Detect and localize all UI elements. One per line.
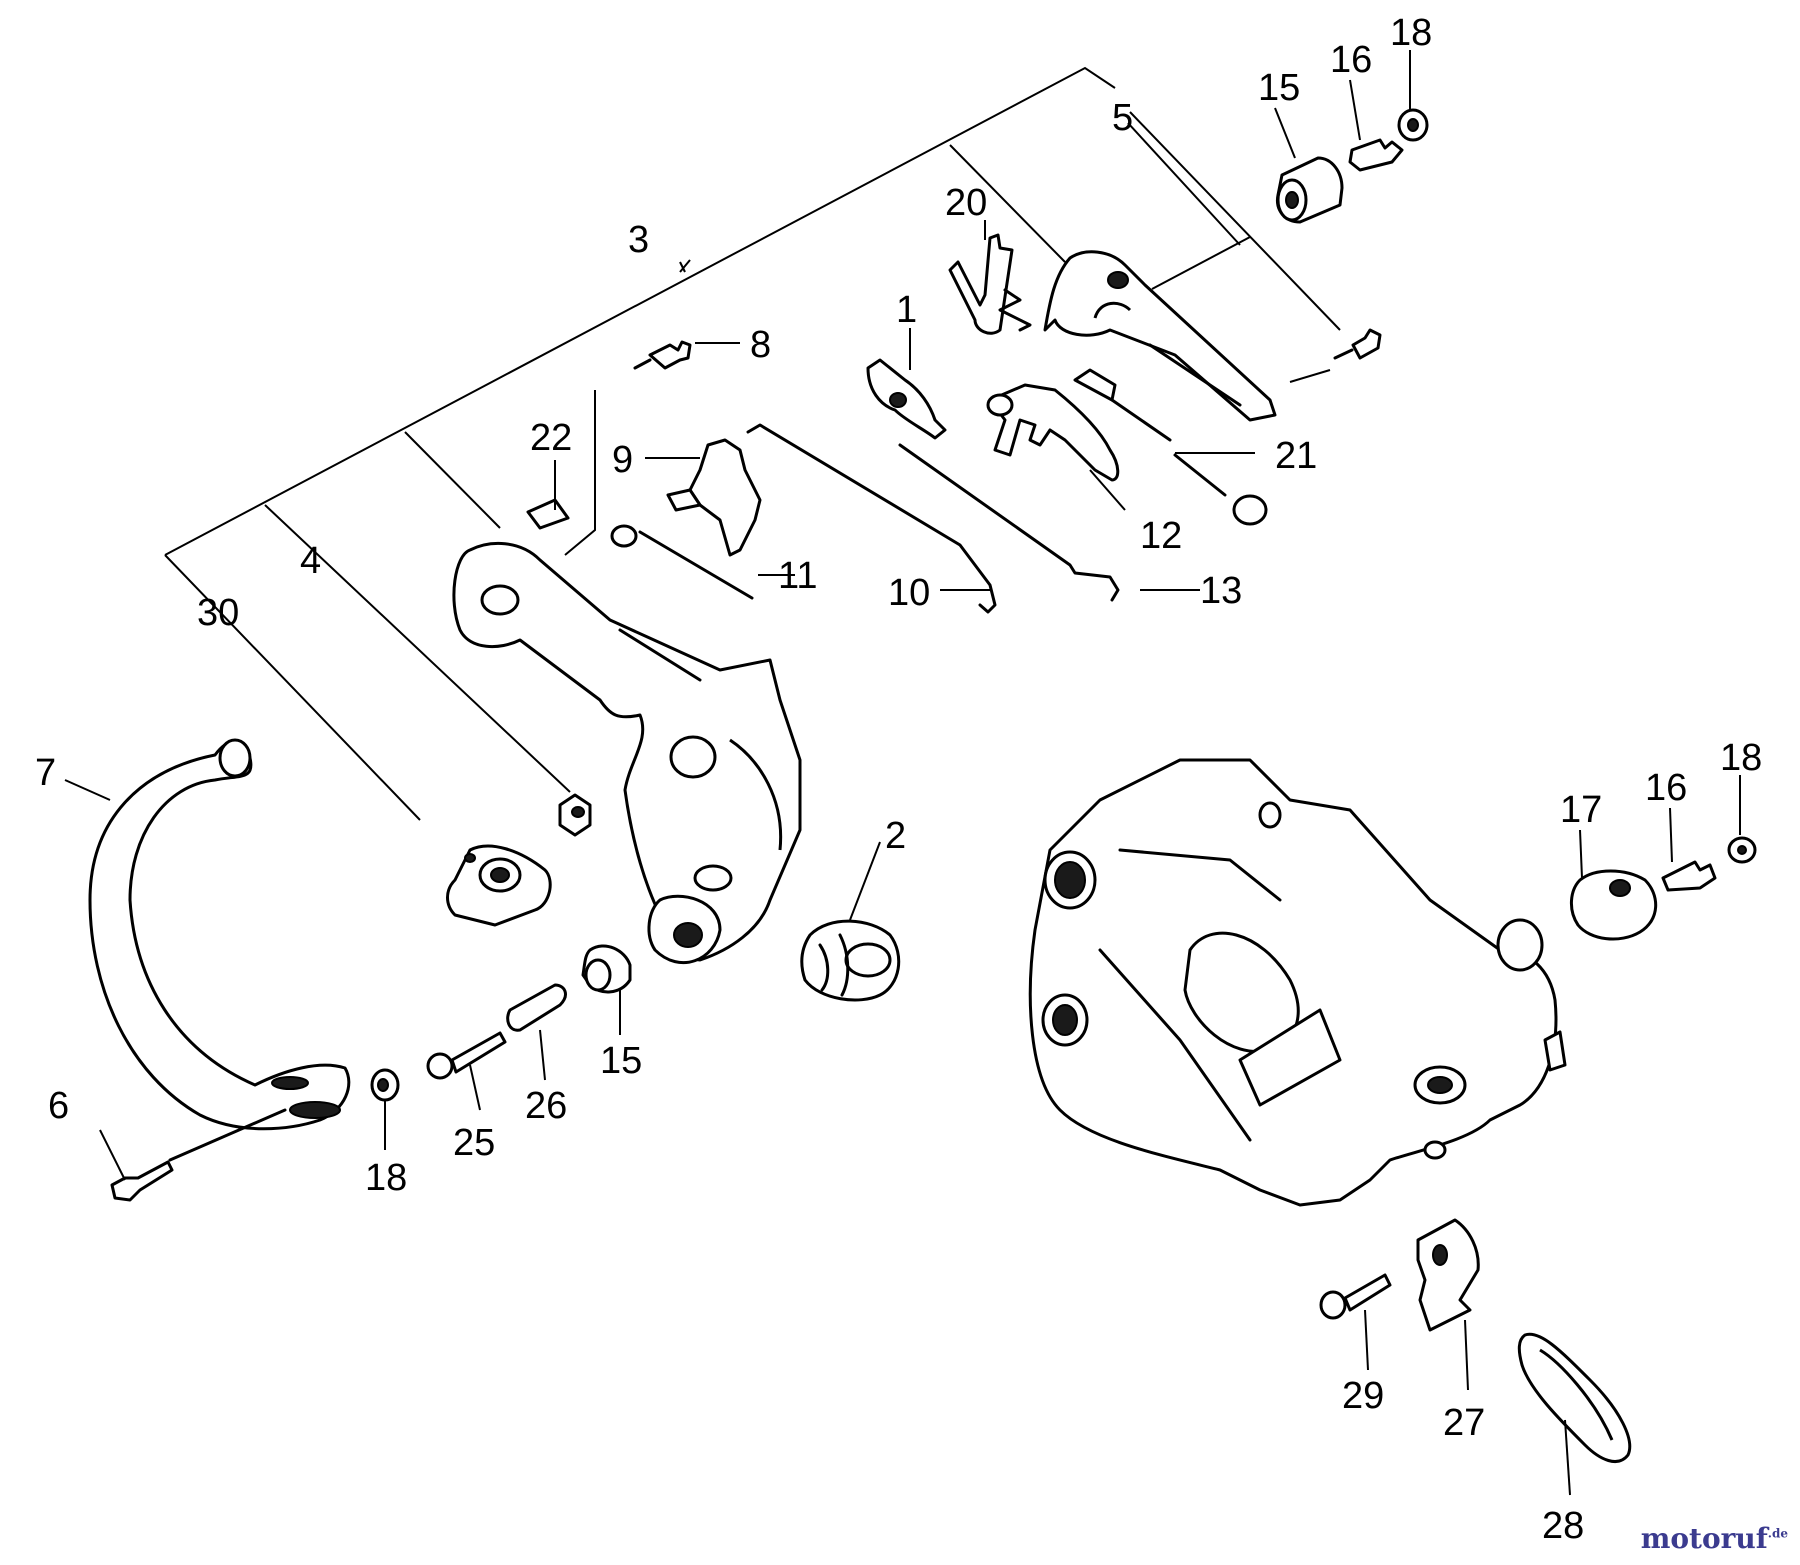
label-10: 10 [888, 572, 930, 614]
part-5-small-screw [1333, 328, 1382, 360]
label-1: 1 [896, 289, 917, 331]
label-18-right: 18 [1720, 737, 1762, 779]
part-22-decal [526, 498, 570, 530]
label-30: 30 [197, 592, 239, 634]
part-30-bearing-plate [446, 844, 552, 927]
part-5-top-cover [1043, 250, 1277, 422]
part-28-guide-loop [1517, 1332, 1632, 1463]
part-1-trigger-lock [866, 358, 947, 440]
label-7: 7 [35, 752, 56, 794]
part-18-washer-left [370, 1068, 400, 1102]
label-22: 22 [530, 417, 572, 459]
label-17: 17 [1560, 789, 1602, 831]
part-8-screw [633, 340, 692, 370]
part-2-bellows [800, 919, 901, 1002]
part-15-mount-top [1275, 156, 1344, 224]
part-21-switch-wire [1073, 368, 1268, 526]
label-15-top: 15 [1258, 67, 1300, 109]
label-5: 5 [1112, 97, 1133, 139]
part-27-bracket [1416, 1218, 1480, 1332]
label-20: 20 [945, 182, 987, 224]
part-16-screw-top [1348, 138, 1404, 172]
part-15-mount-left [581, 944, 632, 994]
label-2: 2 [885, 815, 906, 857]
watermark-suffix: .de [1767, 1526, 1788, 1541]
label-12: 12 [1140, 515, 1182, 557]
label-18-left: 18 [365, 1157, 407, 1199]
part-4-bushing [558, 793, 592, 837]
part-26-pin [506, 983, 567, 1032]
part-10-rod [746, 423, 997, 614]
part-6-screw [110, 1108, 287, 1202]
label-26: 26 [525, 1085, 567, 1127]
label-28: 28 [1542, 1505, 1584, 1547]
part-3-handle-housing [452, 541, 802, 965]
label-15-left: 15 [600, 1040, 642, 1082]
label-8: 8 [750, 324, 771, 366]
part-17-grommet [1570, 869, 1658, 941]
watermark-name: motoruf [1640, 1522, 1768, 1555]
label-18-top: 18 [1390, 12, 1432, 54]
crankcase-housing [1028, 758, 1567, 1207]
part-25-bolt [426, 1031, 507, 1080]
label-9: 9 [612, 439, 633, 481]
label-25: 25 [453, 1122, 495, 1164]
label-leader-lines [64, 50, 1741, 1496]
label-4: 4 [300, 540, 321, 582]
label-13: 13 [1200, 570, 1242, 612]
part-13-rod [898, 443, 1120, 602]
label-3: 3 [628, 219, 649, 261]
label-27: 27 [1443, 1402, 1485, 1444]
part-7-front-handle [88, 738, 351, 1131]
part-11-spring [610, 524, 754, 600]
part-29-bolt [1319, 1273, 1392, 1320]
label-16-right: 16 [1645, 767, 1687, 809]
label-11: 11 [778, 555, 817, 597]
callout-labels: 1 2 3 4 5 6 7 8 9 10 11 12 13 15 15 16 1… [35, 12, 1762, 1547]
label-16-top: 16 [1330, 39, 1372, 81]
part-18-washer-top [1397, 108, 1429, 142]
watermark-logo: motoruf.de [1641, 1522, 1788, 1555]
part-12-trigger [986, 383, 1120, 482]
part-9-throttle-lever [666, 438, 762, 557]
part-18-washer-right [1727, 836, 1757, 864]
label-21: 21 [1275, 435, 1317, 477]
part-16-screw-right [1661, 860, 1717, 892]
label-6: 6 [48, 1085, 69, 1127]
part-20-clip [948, 233, 1032, 335]
label-29: 29 [1342, 1375, 1384, 1417]
assembly-bracket-lines [164, 66, 1341, 821]
